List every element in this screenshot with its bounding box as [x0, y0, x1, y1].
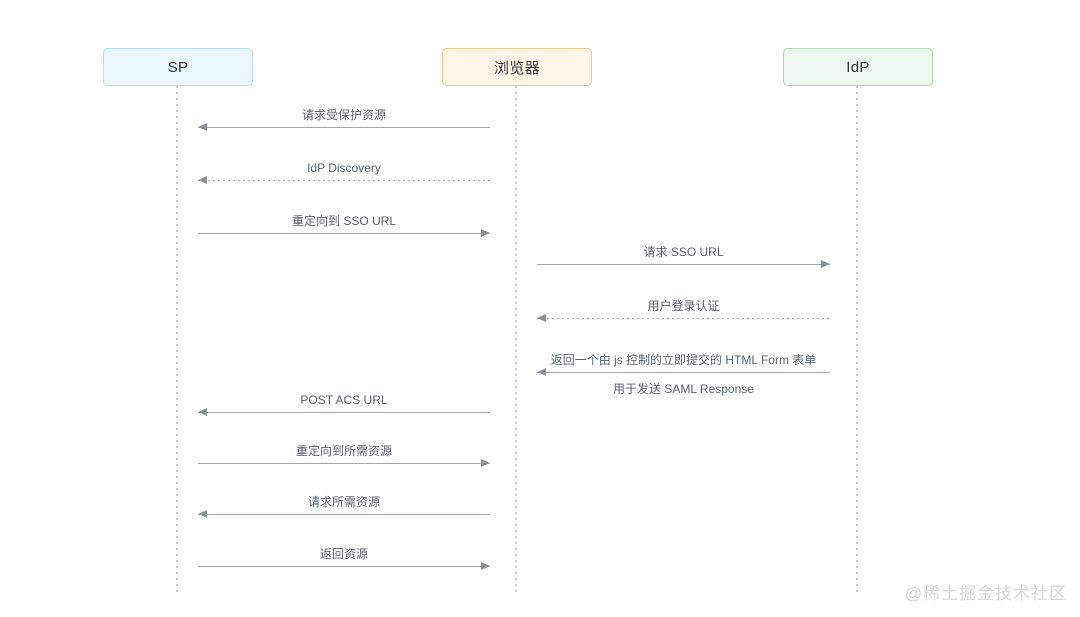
message-label: 请求所需资源 — [307, 495, 380, 509]
message-post-acs-url: POST ACS URL — [198, 393, 490, 416]
actor-label-idp: IdP — [846, 58, 870, 76]
arrowhead-left-icon — [198, 123, 207, 131]
message-arrow — [537, 368, 830, 376]
message-arrow — [198, 562, 490, 570]
lifeline-browser — [515, 86, 517, 593]
message-label: 返回一个由 js 控制的立即提交的 HTML Form 表单 — [550, 353, 817, 367]
message-request-protected-resource: 请求受保护资源 — [198, 108, 490, 131]
message-label: 请求受保护资源 — [301, 108, 386, 122]
message-request-needed-resource: 请求所需资源 — [198, 495, 490, 518]
message-label: IdP Discovery — [307, 161, 381, 175]
actor-box-sp: SP — [103, 48, 253, 86]
message-return-resource: 返回资源 — [198, 547, 490, 570]
lifeline-idp — [856, 86, 858, 593]
arrowhead-left-icon — [537, 314, 546, 322]
message-user-login-auth: 用户登录认证 — [537, 299, 830, 322]
message-arrow — [198, 459, 490, 467]
message-label: 返回资源 — [319, 547, 368, 561]
message-return-html-form: 返回一个由 js 控制的立即提交的 HTML Form 表单 用于发送 SAML… — [537, 353, 830, 397]
arrowhead-right-icon — [481, 562, 490, 570]
message-request-sso-url: 请求 SSO URL — [537, 245, 830, 268]
actor-box-browser: 浏览器 — [442, 48, 592, 86]
message-label: 重定向到所需资源 — [295, 444, 392, 458]
actor-label-sp: SP — [167, 58, 189, 76]
message-label: 请求 SSO URL — [643, 245, 724, 259]
message-label: 用户登录认证 — [647, 299, 720, 313]
actor-label-browser: 浏览器 — [494, 59, 540, 77]
arrowhead-left-icon — [537, 368, 546, 376]
message-arrow — [198, 408, 490, 416]
message-arrow — [198, 123, 490, 131]
arrowhead-left-icon — [198, 408, 207, 416]
message-arrow — [537, 314, 830, 322]
actor-box-idp: IdP — [783, 48, 933, 86]
watermark: @稀土掘金技术社区 — [904, 584, 1067, 603]
message-label: 重定向到 SSO URL — [291, 214, 397, 228]
arrowhead-right-icon — [821, 260, 830, 268]
message-arrow — [537, 260, 830, 268]
message-idp-discovery: IdP Discovery — [198, 161, 490, 184]
message-arrow — [198, 510, 490, 518]
arrowhead-left-icon — [198, 510, 207, 518]
message-label: POST ACS URL — [300, 393, 388, 407]
arrowhead-right-icon — [481, 459, 490, 467]
arrowhead-left-icon — [198, 176, 207, 184]
message-redirect-needed-resource: 重定向到所需资源 — [198, 444, 490, 467]
message-arrow — [198, 229, 490, 237]
arrowhead-right-icon — [481, 229, 490, 237]
message-sublabel: 用于发送 SAML Response — [613, 382, 754, 396]
message-arrow — [198, 176, 490, 184]
message-redirect-sso-url: 重定向到 SSO URL — [198, 214, 490, 237]
lifeline-sp — [176, 86, 178, 593]
